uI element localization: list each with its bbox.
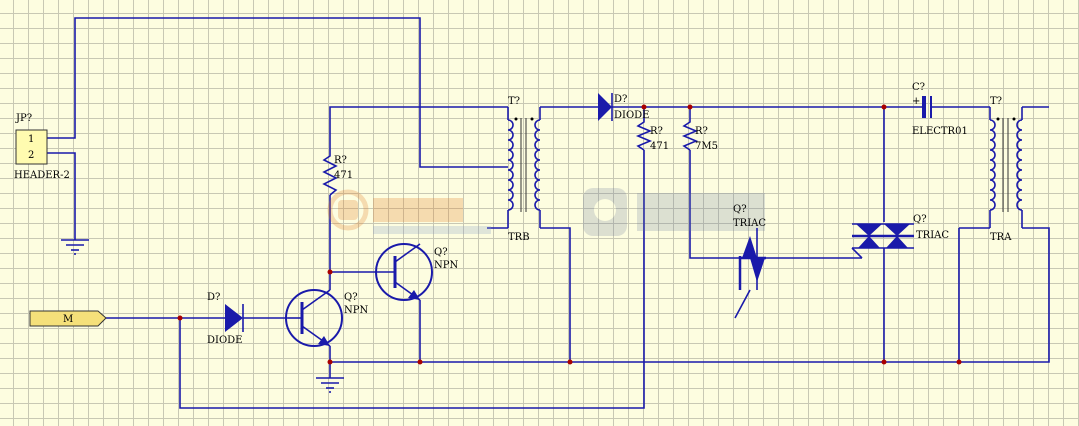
diode-input-name: DIODE [207, 335, 242, 346]
npn2-name: NPN [434, 260, 458, 271]
junction-dot [177, 315, 183, 321]
res-base-ref: R? [334, 155, 347, 166]
tra-ref: T? [990, 96, 1002, 107]
trb-ref: T? [508, 96, 520, 107]
port-m[interactable]: M [29, 310, 107, 327]
ground-symbol [61, 239, 89, 255]
triac-small-name: TRIAC [733, 218, 766, 229]
res-top-ref: R? [650, 126, 663, 137]
junction-dot [881, 359, 887, 365]
header-pin-1: 1 [28, 134, 34, 145]
junction-dot [881, 104, 887, 110]
trb-name: TRB [508, 232, 530, 243]
resistor-base[interactable]: R? 471 [322, 150, 353, 196]
npn1-ref: Q? [344, 292, 358, 303]
ground-symbol [316, 377, 344, 393]
junction-dot [567, 359, 573, 365]
res-top-value: 471 [650, 141, 669, 152]
header-name: HEADER-2 [14, 170, 70, 181]
transformer-trb[interactable]: T? TRB [507, 96, 541, 243]
res-gate-value: 7M5 [695, 141, 718, 152]
diode-top-name: DIODE [614, 110, 649, 121]
junction-dot [327, 269, 333, 275]
capacitor-electrolytic[interactable]: C? + ELECTR01 [912, 82, 968, 137]
header-connector[interactable]: JP? 1 2 HEADER-2 [14, 113, 70, 181]
transformer-tra[interactable]: T? TRA [989, 96, 1023, 243]
triac-small[interactable]: Q? TRIAC [733, 204, 766, 290]
header-ref: JP? [15, 113, 32, 124]
junction-dot [956, 359, 962, 365]
diode-input[interactable]: D? DIODE [207, 292, 244, 346]
diode-top[interactable]: D? DIODE [598, 93, 649, 121]
tra-name: TRA [990, 232, 1012, 243]
junction-dot [327, 359, 333, 365]
npn-transistor-1[interactable]: Q? NPN [285, 289, 368, 347]
triac-large[interactable]: Q? TRIAC [851, 214, 949, 259]
junction-dot [687, 104, 693, 110]
diode-input-ref: D? [207, 292, 220, 303]
resistor-gate[interactable]: R? 7M5 [681, 118, 718, 152]
triac-large-name: TRIAC [916, 230, 949, 241]
junctions [177, 104, 962, 365]
cap-name: ELECTR01 [912, 126, 968, 137]
resistor-top[interactable]: R? 471 [635, 118, 669, 152]
cap-polarity: + [912, 96, 920, 107]
res-gate-ref: R? [695, 126, 708, 137]
cap-ref: C? [912, 82, 925, 93]
diode-top-ref: D? [614, 94, 627, 105]
watermark-left [327, 189, 491, 234]
npn2-ref: Q? [434, 247, 448, 258]
npn-transistor-2[interactable]: Q? NPN [375, 243, 458, 301]
junction-dot [417, 359, 423, 365]
triac-large-ref: Q? [913, 214, 927, 225]
npn1-name: NPN [344, 305, 368, 316]
junction-dot [641, 104, 647, 110]
res-base-value: 471 [334, 170, 353, 181]
header-pin-2: 2 [28, 150, 34, 161]
watermark-right [583, 188, 765, 236]
port-label: M [63, 314, 73, 325]
wires [47, 17, 1050, 409]
triac-small-ref: Q? [733, 204, 747, 215]
